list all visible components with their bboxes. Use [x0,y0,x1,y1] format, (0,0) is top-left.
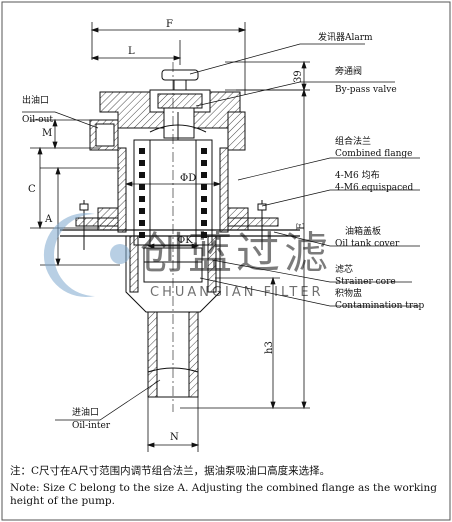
alarm-indicator [161,69,199,91]
mesh-dot [201,172,207,178]
mesh-dot [201,232,207,238]
combined-flange [75,200,279,250]
mesh-dot [201,160,207,166]
mesh-dot [201,220,207,226]
strainer-mesh-dots [139,148,207,238]
label-screws-en: 4-M6 equispaced [335,183,413,193]
dim-label-C: C [28,184,36,195]
mesh-dot [139,208,145,214]
leader-lines [22,43,420,421]
label-oil-in-en: Oil-inter [72,421,111,431]
label-cover-en: Oil tank cover [335,239,400,249]
label-core-en: Strainer core [335,277,396,287]
mesh-dot [139,172,145,178]
mesh-dot [139,232,145,238]
filter-housing [117,128,229,233]
dim-label-phiK: ΦK [177,235,193,246]
watermark-logo [43,213,130,297]
dim-h3 [215,276,280,410]
dim-left [30,118,120,267]
dim-label-M: M [42,128,52,139]
label-bypass-en: By-pass valve [335,85,397,95]
label-screws-cn: 4-M6 均布 [335,169,380,181]
dim-label-E: E [296,223,307,230]
dim-N [146,395,200,452]
mesh-dot [139,160,145,166]
oil-tank-cover [60,229,300,237]
label-cover-cn: 油箱盖板 [345,225,381,237]
watermark-en: CHUANGIAN FILTER [150,285,324,300]
label-flange-cn: 组合法兰 [335,135,371,147]
label-trap-en: Contamination trap [335,301,425,311]
note-chinese: 注：C尺寸在A尺寸范围内调节组合法兰，据油泵吸油口高度来选择。 [10,465,331,477]
label-oil-in-cn: 进油口 [72,406,99,418]
note-english: Note: Size C belong to the size A. Adjus… [10,482,438,507]
mesh-dot [201,208,207,214]
dim-label-h3: h3 [264,341,275,354]
dim-label-F: F [166,19,173,30]
dia-lines [124,181,222,249]
label-flange-en: Combined flange [335,149,412,159]
label-oil-out-cn: 出油口 [22,94,49,106]
mesh-dot [139,220,145,226]
watermark-cn: 创蓝过滤 [140,228,332,279]
label-bypass-cn: 旁通阀 [335,65,362,77]
mesh-dot [201,148,207,154]
dim-label-phiD: ΦD [180,173,196,184]
dim-label-N: N [170,432,179,443]
mesh-dot [139,196,145,202]
mesh-dot [201,184,207,190]
mesh-dot [139,184,145,190]
label-oil-out-en: Oil-out [22,115,53,125]
dim-F [90,22,247,95]
bypass-valve [149,107,207,140]
dim-label-39: 39 [293,70,304,83]
mesh-dot [139,148,145,154]
label-trap-cn: 积物盅 [335,287,362,299]
dim-L [90,40,182,65]
dim-label-L: L [128,46,135,57]
label-core-cn: 滤芯 [335,263,353,275]
label-alarm: 发讯器Alarm [318,31,373,43]
dim-label-A: A [44,214,53,225]
dim-E [180,88,310,410]
mesh-dot [201,196,207,202]
